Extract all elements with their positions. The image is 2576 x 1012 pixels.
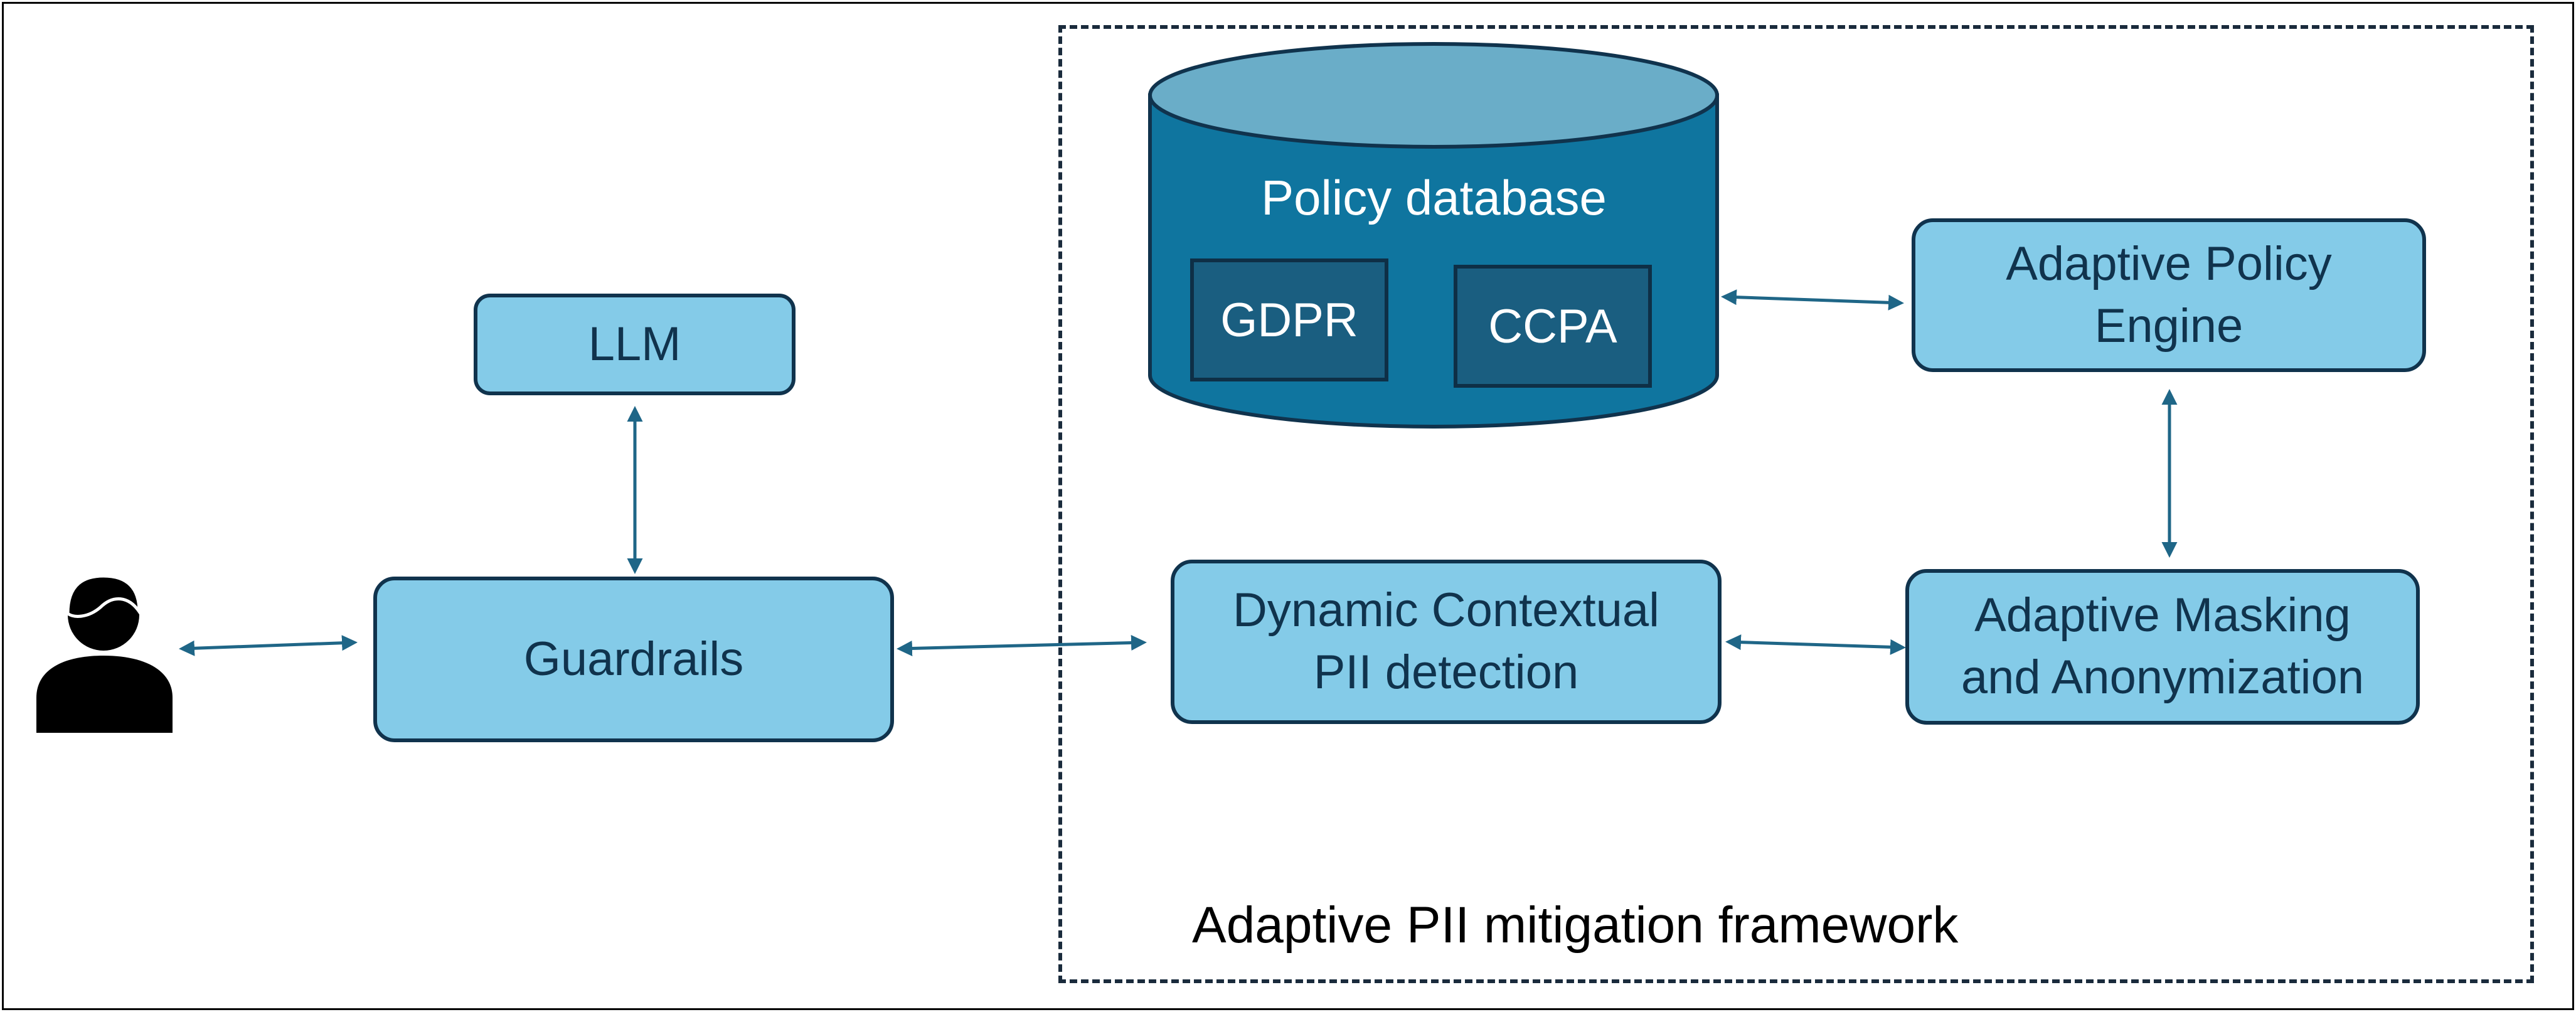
- arrow-database-policy-engine: [1721, 289, 1904, 311]
- adaptive-policy-engine-box: Adaptive Policy Engine: [1912, 218, 2426, 372]
- masking-anonymization-box: Adaptive Masking and Anonymization: [1905, 569, 2420, 725]
- arrow-user-guardrails: [179, 635, 358, 656]
- user-icon: [36, 574, 173, 733]
- policy-database-title: Policy database: [1261, 170, 1607, 225]
- database-item-ccpa: CCPA: [1454, 265, 1652, 388]
- llm-box: LLM: [474, 294, 796, 395]
- guardrails-box: Guardrails: [373, 577, 894, 742]
- framework-label: Adaptive PII mitigation framework: [1192, 897, 1959, 954]
- arrow-guardrails-detection: [897, 635, 1147, 656]
- arrow-detection-masking: [1725, 634, 1906, 655]
- framework-boundary: [1058, 25, 2534, 983]
- pii-detection-box: Dynamic Contextual PII detection: [1171, 560, 1722, 724]
- database-item-gdpr: GDPR: [1190, 258, 1388, 381]
